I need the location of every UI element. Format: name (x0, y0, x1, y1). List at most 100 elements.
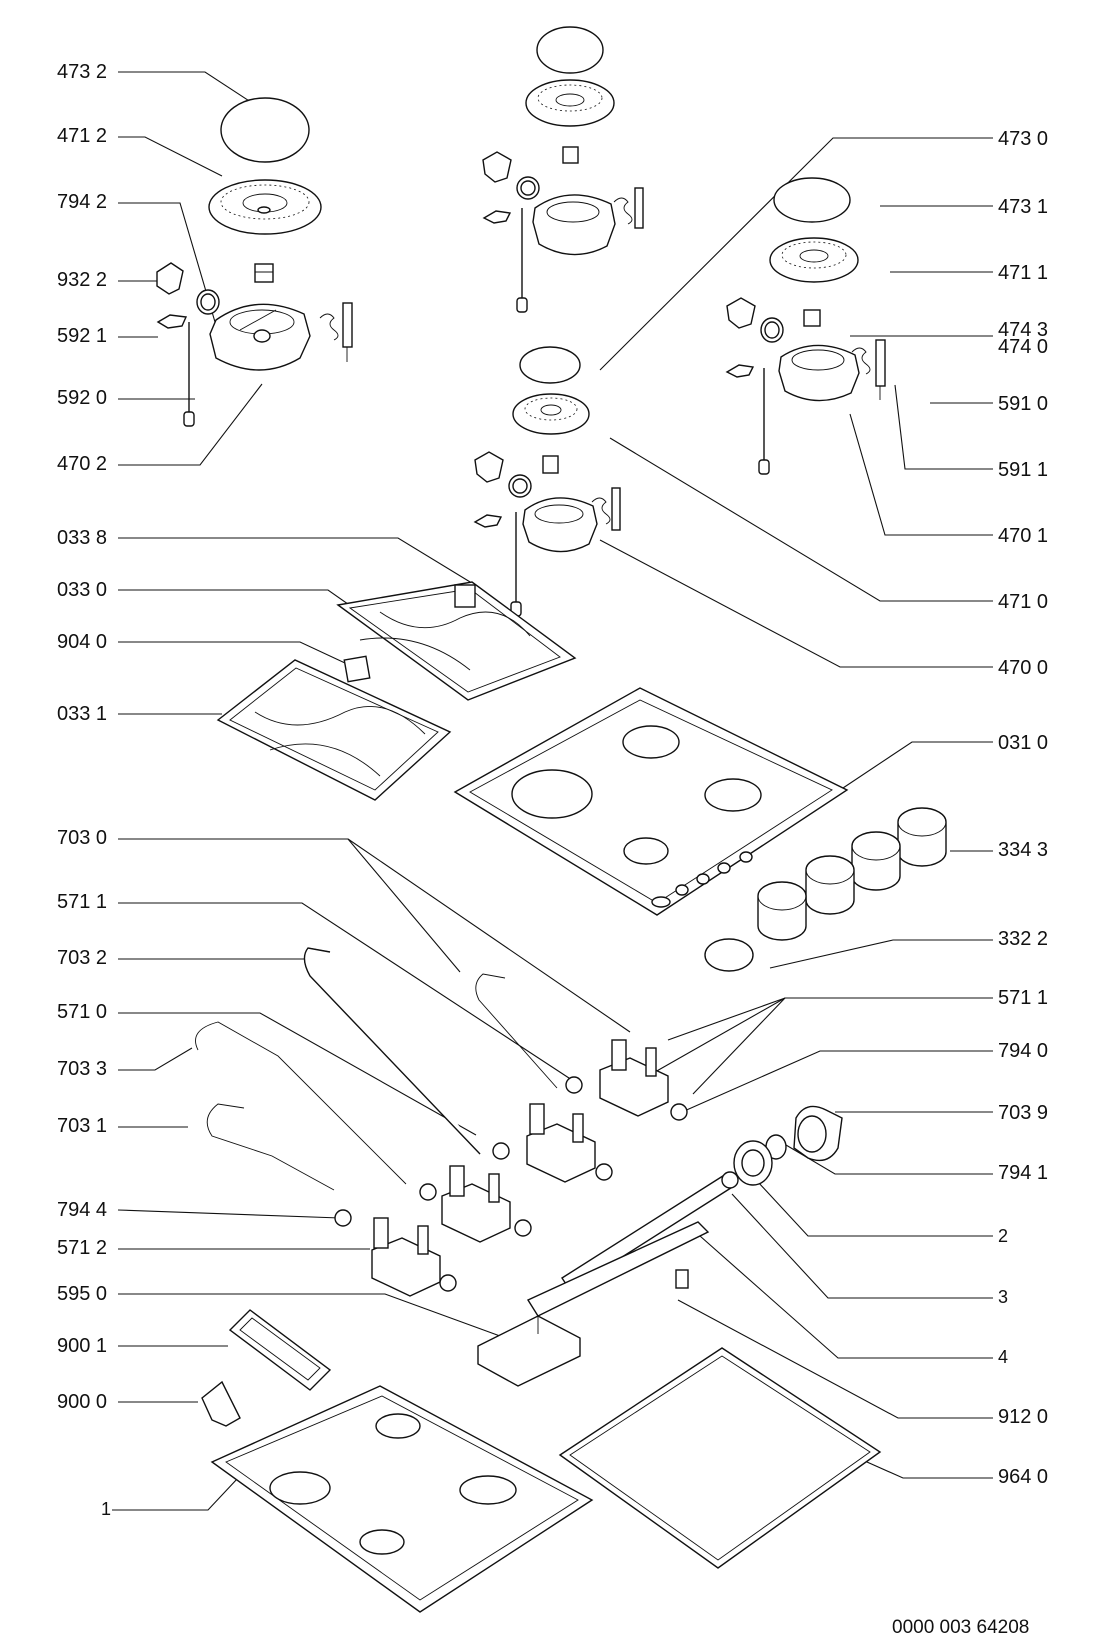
burner-assembly-middle (473, 346, 621, 617)
label-900-1: 900 1 (57, 1335, 107, 1357)
leader-591-1 (894, 384, 993, 470)
hob-top-plate (453, 687, 849, 916)
label-703-3: 703 3 (57, 1058, 107, 1080)
gas-pipes (195, 947, 558, 1191)
leader-033-8 (118, 537, 481, 589)
leader-703-3 (118, 1047, 193, 1071)
injector-nozzle (254, 263, 274, 283)
leader-794-0 (681, 1050, 993, 1113)
rubber-foot (343, 655, 371, 683)
label-4: 4 (998, 1347, 1008, 1367)
leader-lines (112, 71, 993, 1511)
label-473-2: 473 2 (57, 61, 107, 83)
label-571-1-left: 571 1 (57, 891, 107, 913)
grate-foot (454, 584, 476, 608)
label-473-0: 473 0 (998, 128, 1048, 150)
label-033-0: 033 0 (57, 579, 107, 601)
label-703-2: 703 2 (57, 947, 107, 969)
control-knobs (704, 807, 947, 972)
label-1: 1 (101, 1499, 111, 1519)
label-932-2: 932 2 (57, 269, 107, 291)
leader-703-0b (347, 838, 631, 1033)
label-595-0: 595 0 (57, 1283, 107, 1305)
label-571-1-right: 571 1 (998, 987, 1048, 1009)
label-031-0: 031 0 (998, 732, 1048, 754)
pan-support-rear (336, 581, 577, 701)
label-591-1: 591 1 (998, 459, 1048, 481)
label-703-9: 703 9 (998, 1102, 1048, 1124)
label-794-2: 794 2 (57, 191, 107, 213)
leader-794-2 (118, 202, 216, 323)
knob-2 (851, 831, 901, 891)
leader-595-0 (118, 1293, 501, 1337)
label-703-0: 703 0 (57, 827, 107, 849)
label-591-0: 591 0 (998, 393, 1048, 415)
hob-burner-well-right (704, 778, 762, 812)
leader-470-2 (118, 383, 263, 466)
knob-3 (805, 855, 855, 915)
hob-burner-well-front (623, 837, 669, 865)
hob-seal (558, 1347, 882, 1569)
label-571-0: 571 0 (57, 1001, 107, 1023)
pipe-703-0 (475, 973, 558, 1089)
screw (675, 1269, 689, 1289)
leader-571-0 (118, 1012, 477, 1136)
hob-burner-well-large (511, 769, 593, 819)
leader-904-0 (118, 641, 361, 671)
label-033-1: 033 1 (57, 703, 107, 725)
hob-burner-well-rear (622, 725, 680, 759)
label-471-1: 471 1 (998, 262, 1048, 284)
leader-964-0 (857, 1457, 993, 1479)
leader-571-1-r3 (692, 997, 786, 1095)
label-794-0: 794 0 (998, 1040, 1048, 1062)
pipe-703-1 (206, 1103, 335, 1191)
leader-031-0 (839, 741, 993, 791)
valve-1 (599, 1057, 669, 1117)
label-471-2: 471 2 (57, 125, 107, 147)
gas-inlet-parts (526, 1105, 843, 1317)
label-3: 3 (998, 1287, 1008, 1307)
leader-332-2 (769, 939, 993, 969)
leader-703-0a (118, 838, 461, 973)
leader-471-2 (118, 136, 223, 177)
label-900-0: 900 0 (57, 1391, 107, 1413)
bracket-900-1 (228, 1309, 332, 1391)
leader-1 (112, 1477, 239, 1511)
hob-knob-hole-4 (739, 851, 753, 863)
label-912-0: 912 0 (998, 1406, 1048, 1428)
leader-571-1-r2 (654, 997, 786, 1073)
bracket-900-0 (201, 1380, 241, 1427)
leader-470-0 (599, 539, 993, 668)
label-470-1: 470 1 (998, 525, 1048, 547)
knob-1 (897, 807, 947, 867)
leader-473-2 (118, 71, 261, 109)
base-tray (210, 1385, 594, 1613)
drawing-number: 0000 003 64208 (892, 1617, 1029, 1638)
gas-valves (334, 1039, 688, 1297)
label-592-1: 592 1 (57, 325, 107, 347)
burner-assembly-right (725, 177, 886, 475)
label-794-1: 794 1 (998, 1162, 1048, 1184)
knob-4 (757, 881, 807, 941)
burner-cap-large (220, 97, 310, 163)
ignition-unit (477, 1315, 581, 1387)
leader-912-0 (677, 1299, 993, 1419)
label-470-2: 470 2 (57, 453, 107, 475)
label-571-2: 571 2 (57, 1237, 107, 1259)
spring-clip (319, 313, 339, 341)
spark-electrode (342, 302, 353, 348)
label-592-0: 592 0 (57, 387, 107, 409)
pipe-703-3 (195, 1021, 407, 1185)
hob-knob-hole-3 (717, 862, 731, 874)
label-703-1: 703 1 (57, 1115, 107, 1137)
leader-571-1-r1 (667, 997, 993, 1041)
label-332-2: 332 2 (998, 928, 1048, 950)
leader-033-0 (118, 589, 366, 617)
ignition-button (704, 938, 754, 972)
label-474-3: 474 3 (998, 319, 1048, 341)
burner-assembly-large-left (156, 97, 353, 427)
label-904-0: 904 0 (57, 631, 107, 653)
leader-571-1-left (118, 902, 573, 1081)
label-334-3: 334 3 (998, 839, 1048, 861)
